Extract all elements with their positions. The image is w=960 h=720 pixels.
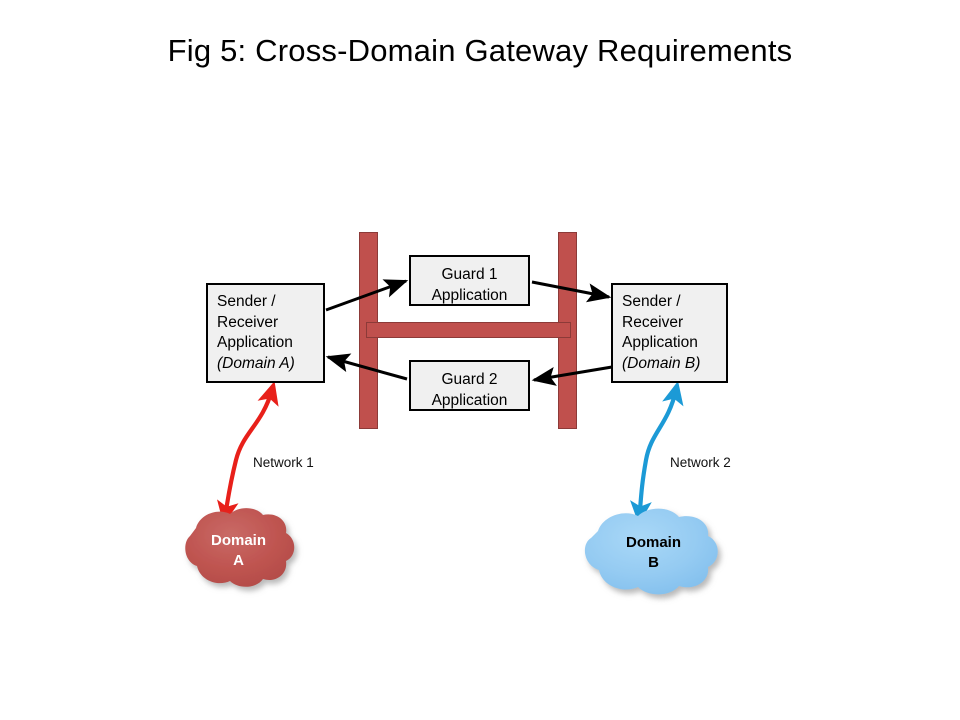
node-guard2-application[interactable]: Guard 2 Application: [409, 360, 530, 411]
arrow-network2: [630, 380, 684, 525]
sender-a-line1: Sender /: [217, 293, 276, 310]
node-sender-receiver-domain-b[interactable]: Sender / Receiver Application (Domain B): [611, 283, 728, 383]
page-title: Fig 5: Cross-Domain Gateway Requirements: [167, 33, 793, 68]
node-sender-receiver-domain-a[interactable]: Sender / Receiver Application (Domain A): [206, 283, 325, 383]
arrow-network1: [217, 381, 279, 525]
cloud-domain-b[interactable]: [584, 508, 718, 595]
arrow-sender-a-to-guard1: [325, 279, 409, 312]
sender-b-line3: Application: [622, 334, 698, 352]
guard2-line2: Application: [431, 391, 508, 409]
sender-b-line1: Sender /: [622, 293, 681, 310]
sender-b-line2: Receiver: [622, 313, 684, 331]
node-guard1-application[interactable]: Guard 1 Application: [409, 255, 530, 306]
sender-a-line3: Application: [217, 334, 293, 352]
arrow-sender-b-to-guard2: [531, 365, 613, 386]
guard2-line1: Guard 2: [441, 371, 498, 388]
arrow-guard2-to-sender-a: [325, 353, 408, 381]
label-network-1: Network 1: [253, 455, 314, 470]
barrier-crossbar: [366, 322, 571, 338]
sender-a-line4: (Domain A): [217, 354, 295, 372]
sender-b-line4: (Domain B): [622, 354, 701, 372]
guard1-line1: Guard 1: [441, 266, 498, 283]
sender-a-line2: Receiver: [217, 313, 279, 331]
cloud-domain-a[interactable]: [185, 508, 295, 587]
guard1-line2: Application: [431, 286, 508, 304]
label-network-2: Network 2: [670, 455, 731, 470]
arrow-guard1-to-sender-b: [531, 280, 612, 303]
